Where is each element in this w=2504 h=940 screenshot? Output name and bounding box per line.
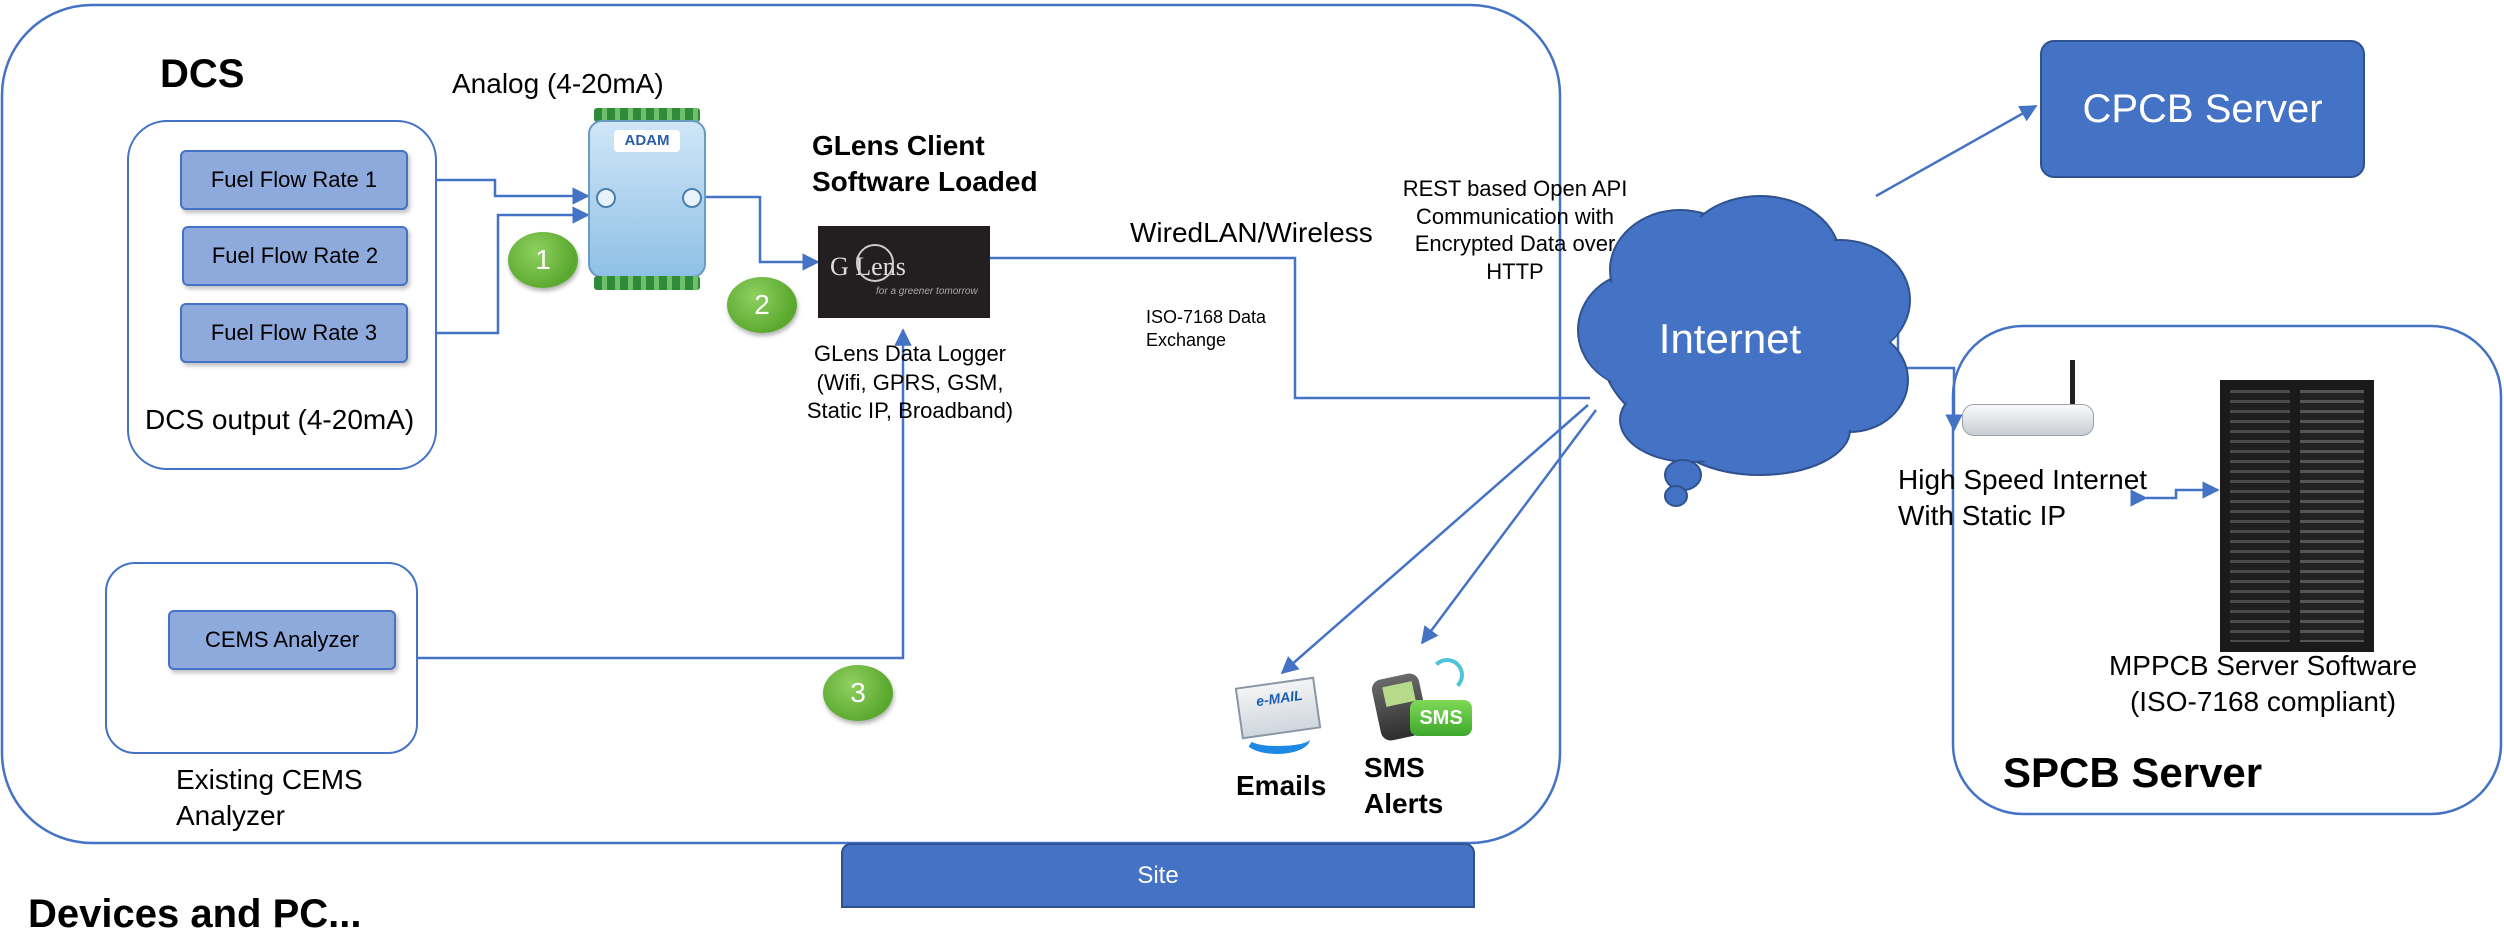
- cems-analyzer-button[interactable]: CEMS Analyzer: [168, 610, 396, 670]
- diagram-connectors: [0, 3, 2503, 845]
- glens-client-label: GLens Client Software Loaded: [812, 128, 1038, 201]
- dcs-output-label: DCS output (4-20mA): [145, 404, 415, 435]
- step-2-badge: 2: [727, 277, 797, 333]
- cems-caption: Existing CEMS Analyzer: [176, 762, 363, 835]
- fuel3-to-adam-line: [408, 206, 590, 335]
- glens-logo-tagline: for a greener tomorrow: [876, 286, 978, 297]
- router-icon: [1958, 360, 2098, 440]
- glens-logger-device: G Lens for a greener tomorrow: [818, 226, 990, 318]
- server-rack-icon: [2220, 380, 2374, 652]
- dcs-title: DCS: [160, 52, 245, 96]
- router-label: High Speed Internet With Static IP: [1898, 462, 2147, 535]
- spcb-frame: [1951, 324, 2503, 816]
- glens-logo-lens-icon: [856, 244, 894, 282]
- server-label-line-1: MPPCB Server Software: [2108, 650, 2418, 681]
- rest-label-line-4: HTTP: [1486, 258, 1544, 284]
- adam-logo-text: ADAM: [614, 130, 680, 152]
- fuel-flow-rate-3-button[interactable]: Fuel Flow Rate 3: [180, 303, 408, 363]
- footer-cut-text: Devices and PC...: [28, 892, 362, 936]
- rest-label-line-3: Encrypted Data over: [1414, 231, 1616, 256]
- adam-module-icon: ADAM: [588, 108, 706, 290]
- fuel-flow-rate-1-button[interactable]: Fuel Flow Rate 1: [180, 150, 408, 210]
- logger-caption-line-3: Static IP, Broadband): [806, 398, 1014, 424]
- internet-to-router-line: [1898, 366, 1963, 432]
- logger-caption-line-1: GLens Data Logger: [813, 341, 1007, 366]
- sms-label-line-2: Alerts: [1364, 788, 1444, 820]
- rest-label-line-2: Communication with: [1415, 203, 1615, 229]
- cems-caption-line-1: Existing CEMS: [176, 764, 363, 795]
- fuel1-to-adam-line: [408, 178, 590, 205]
- logger-caption-line-2: (Wifi, GPRS, GSM,: [816, 369, 1004, 395]
- site-tab[interactable]: Site: [841, 843, 1475, 908]
- router-server-link: [2130, 481, 2220, 507]
- fuel-flow-rate-2-button[interactable]: Fuel Flow Rate 2: [182, 226, 408, 286]
- glens-client-line-2: Software Loaded: [812, 166, 1038, 198]
- router-label-line-2: With Static IP: [1898, 500, 2067, 532]
- adam-to-logger-line: [706, 195, 820, 271]
- logger-caption: GLens Data Logger (Wifi, GPRS, GSM, Stat…: [780, 340, 1040, 426]
- iso-exchange-label: ISO-7168 Data Exchange: [1146, 306, 1266, 351]
- iso-label-line-1: ISO-7168 Data: [1146, 307, 1267, 327]
- step-1-badge: 1: [508, 232, 578, 288]
- rest-api-label: REST based Open API Communication with E…: [1370, 175, 1660, 285]
- emails-label: Emails: [1236, 770, 1327, 801]
- spcb-title: SPCB Server: [2003, 749, 2263, 796]
- cems-caption-line-2: Analyzer: [176, 800, 285, 832]
- internet-to-cpcb-line: [1875, 104, 2038, 198]
- sms-icon-text: SMS: [1410, 700, 1472, 736]
- sms-label-line-1: SMS: [1364, 752, 1425, 783]
- internet-label: Internet: [1658, 315, 1802, 362]
- glens-client-line-1: GLens Client: [812, 130, 985, 161]
- sms-alerts-label: SMS Alerts: [1364, 750, 1443, 823]
- cems-to-logger-line: [415, 328, 912, 660]
- sms-icon: SMS: [1370, 656, 1476, 748]
- router-label-line-1: High Speed Internet: [1898, 464, 2148, 495]
- server-label-line-2: (ISO-7168 compliant): [2129, 686, 2397, 718]
- cpcb-server-button[interactable]: CPCB Server: [2040, 40, 2365, 178]
- logger-to-internet-line: [990, 256, 1590, 400]
- analog-label: Analog (4-20mA): [452, 68, 664, 99]
- internet-to-sms-line: [1420, 409, 1598, 645]
- site-frame: [0, 3, 1562, 845]
- wired-wireless-label: WiredLAN/Wireless: [1130, 217, 1373, 248]
- internet-to-email-line: [1280, 404, 1589, 675]
- email-icon: e-MAIL: [1234, 668, 1330, 760]
- rest-label-line-1: REST based Open API: [1402, 176, 1628, 201]
- step-3-badge: 3: [823, 665, 893, 721]
- server-software-label: MPPCB Server Software (ISO-7168 complian…: [2098, 648, 2428, 721]
- iso-label-line-2: Exchange: [1146, 329, 1227, 350]
